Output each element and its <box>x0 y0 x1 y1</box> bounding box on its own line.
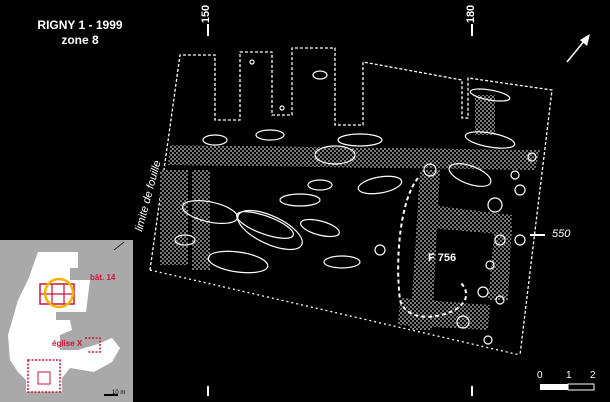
inset-plan <box>8 241 125 396</box>
scale-bar <box>540 383 595 391</box>
feature-label-f756: F 756 <box>428 252 457 264</box>
inset-church-label: église X <box>52 339 83 348</box>
post-holes <box>374 152 537 345</box>
grid-label-180: 180 <box>465 4 478 24</box>
excavation-boundary <box>149 47 553 356</box>
grid-label-150: 150 <box>200 4 213 24</box>
grid-ticks <box>207 24 545 396</box>
inset-building-label: bât. 14 <box>90 273 116 282</box>
north-arrow-icon <box>566 34 590 63</box>
location-inset-map: bât. 14 église X 10 m <box>0 240 133 402</box>
inset-scale-label: 10 m <box>112 390 126 396</box>
map-title: RIGNY 1 - 1999 <box>37 18 123 32</box>
grave-features <box>174 59 516 274</box>
scale-tick-1: 1 <box>566 370 572 381</box>
inset-north-icon <box>113 241 125 251</box>
grid-label-550: 550 <box>552 228 571 240</box>
wall-foundations <box>160 95 540 330</box>
map-subtitle: zone 8 <box>61 33 99 47</box>
feature-f756-outline <box>397 177 468 318</box>
scale-tick-0: 0 <box>537 370 543 381</box>
scale-tick-2: 2 <box>590 370 596 381</box>
inset-scale-bar <box>104 394 118 396</box>
